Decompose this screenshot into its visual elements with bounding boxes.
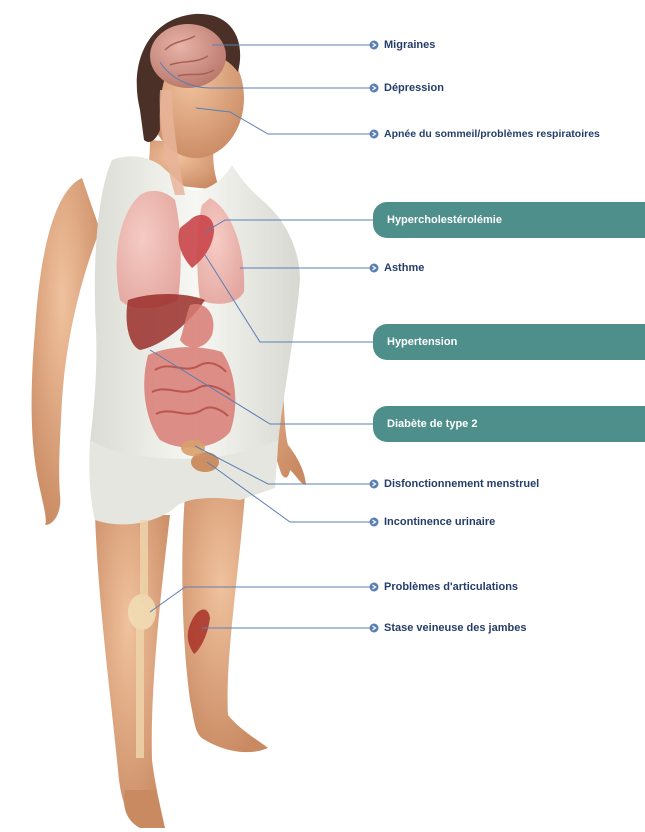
bullet-apnee-icon bbox=[370, 130, 379, 139]
label-apnee: Apnée du sommeil/problèmes respiratoires bbox=[384, 127, 600, 141]
bullet-asthme-icon bbox=[370, 264, 379, 273]
label-stase: Stase veineuse des jambes bbox=[384, 621, 526, 635]
intestines bbox=[144, 347, 235, 447]
tibia bbox=[136, 628, 144, 758]
bullet-articulations-icon bbox=[370, 583, 379, 592]
bullet-incontinence-icon bbox=[370, 518, 379, 527]
bullet-migraines-icon bbox=[370, 41, 379, 50]
pill-diabete-label: Diabète de type 2 bbox=[387, 417, 477, 431]
pill-diabete: Diabète de type 2 bbox=[373, 406, 645, 442]
label-depression: Dépression bbox=[384, 81, 444, 95]
label-asthme: Asthme bbox=[384, 261, 424, 275]
bullet-disfonctionnement-icon bbox=[370, 480, 379, 489]
pill-hypercholesterolemie-label: Hypercholestérolémie bbox=[387, 213, 502, 227]
pill-hypertension: Hypertension bbox=[373, 324, 645, 360]
uterus bbox=[181, 440, 205, 456]
label-disfonctionnement: Disfonctionnement menstruel bbox=[384, 477, 539, 491]
femur bbox=[140, 520, 148, 602]
bullet-depression-icon bbox=[370, 84, 379, 93]
brain bbox=[150, 24, 226, 88]
pill-hypercholesterolemie: Hypercholestérolémie bbox=[373, 202, 645, 238]
leg-right bbox=[95, 515, 170, 828]
label-incontinence: Incontinence urinaire bbox=[384, 515, 495, 529]
pill-hypertension-label: Hypertension bbox=[387, 335, 457, 349]
label-migraines: Migraines bbox=[384, 38, 435, 52]
label-articulations: Problèmes d'articulations bbox=[384, 580, 518, 594]
bullet-stase-icon bbox=[370, 624, 379, 633]
